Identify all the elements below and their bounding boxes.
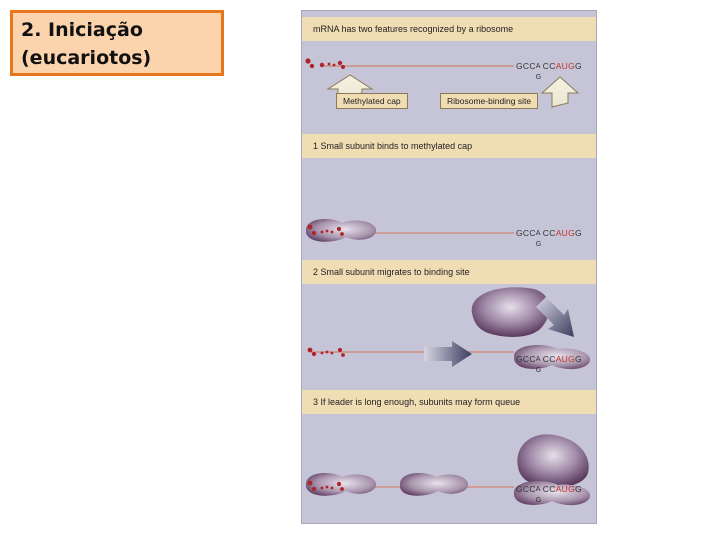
seq-start-codon: AUG <box>556 228 575 238</box>
methylated-cap-icon <box>305 58 345 69</box>
step2-band: 2 Small subunit migrates to binding site <box>302 260 596 284</box>
seq-bottom: G <box>536 241 542 248</box>
seq-mid: CC <box>543 228 556 238</box>
step1-band: 1 Small subunit binds to methylated cap <box>302 134 596 158</box>
seq-end: G <box>575 61 582 71</box>
step3-text: 3 If leader is long enough, subunits may… <box>313 397 520 407</box>
seq-start-codon: AUG <box>556 484 575 494</box>
seq-mid: CC <box>543 354 556 364</box>
slide-title-line2: (eucariotos) <box>21 44 213 72</box>
initiation-figure: mRNA has two features recognized by a ri… <box>301 10 597 524</box>
seq-start-codon: AUG <box>556 354 575 364</box>
seq-bottom: G <box>536 497 542 504</box>
site-callout-arrow <box>542 77 578 107</box>
callout-methylated-cap: Methylated cap <box>336 93 408 109</box>
slide-title-line1: 2. Iniciação <box>21 16 213 44</box>
step3-band: 3 If leader is long enough, subunits may… <box>302 390 596 414</box>
seq-top: A <box>536 486 541 493</box>
small-subunit <box>306 219 376 242</box>
callout-ribosome-binding-site: Ribosome-binding site <box>440 93 538 109</box>
seq-mid: CC <box>543 61 556 71</box>
seq-prefix: GCC <box>516 354 536 364</box>
small-subunit <box>306 473 376 496</box>
step3-graphic <box>306 434 590 505</box>
seq-prefix: GCC <box>516 61 536 71</box>
seq-bottom: G <box>536 74 542 81</box>
seq-top: A <box>536 63 541 70</box>
seq-end: G <box>575 354 582 364</box>
step1-graphic <box>306 219 514 242</box>
callout-methylated-cap-text: Methylated cap <box>343 96 401 106</box>
migration-arrow <box>424 341 472 367</box>
large-subunit <box>517 434 588 487</box>
small-subunit <box>400 473 468 496</box>
seq-end: G <box>575 228 582 238</box>
seq-top: A <box>536 230 541 237</box>
seq-top: A <box>536 356 541 363</box>
slide-title: 2. Iniciação (eucariotos) <box>10 10 224 76</box>
callout-ribosome-binding-site-text: Ribosome-binding site <box>447 96 531 106</box>
seq-prefix: GCC <box>516 228 536 238</box>
step2-text: 2 Small subunit migrates to binding site <box>313 267 470 277</box>
large-subunit <box>472 287 550 337</box>
seq-bottom: G <box>536 367 542 374</box>
seq-start-codon: AUG <box>556 61 575 71</box>
seq-end: G <box>575 484 582 494</box>
step1-text: 1 Small subunit binds to methylated cap <box>313 141 472 151</box>
seq-mid: CC <box>543 484 556 494</box>
seq-prefix: GCC <box>516 484 536 494</box>
